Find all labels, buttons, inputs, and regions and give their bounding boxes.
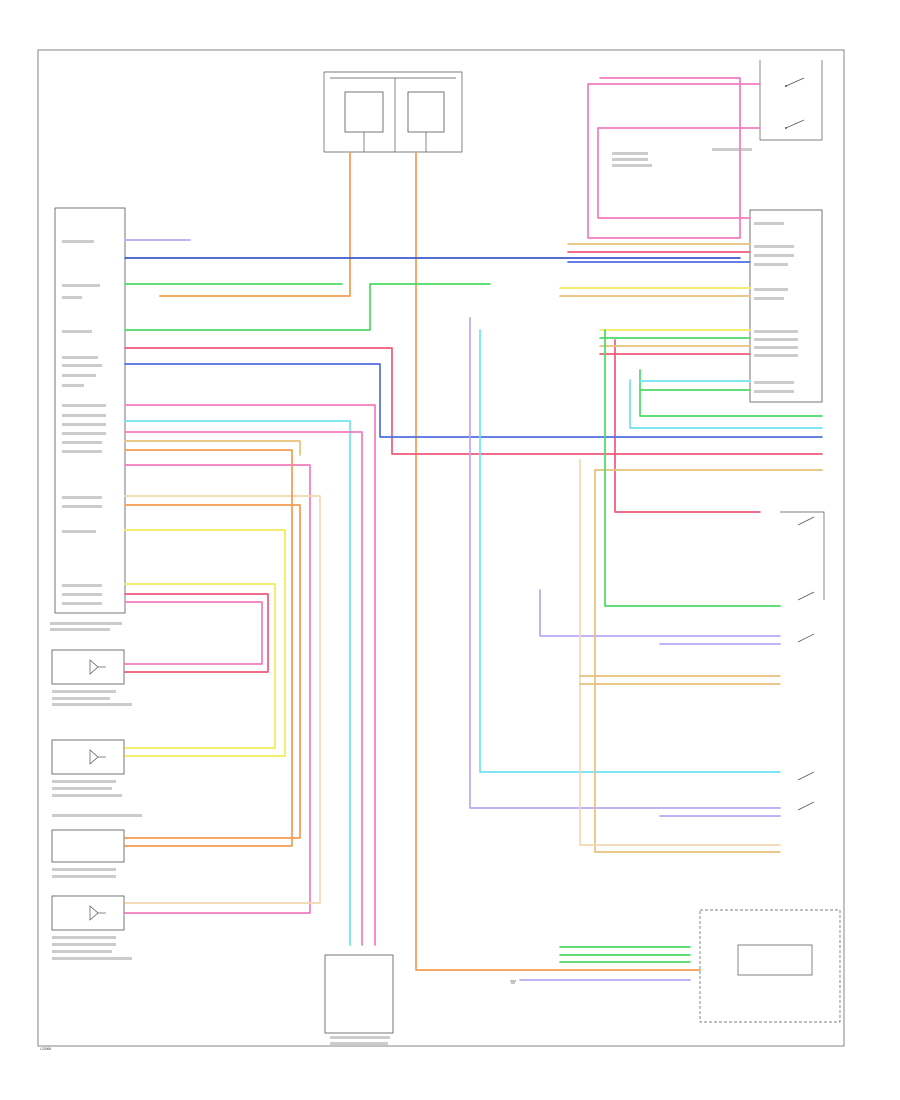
antenna-module-1: [51, 649, 132, 706]
antenna-icon: [89, 659, 106, 675]
switch-icon: [797, 516, 815, 811]
antenna-icon: [89, 749, 106, 765]
fuse-icon: [363, 132, 427, 152]
page-frame: [37, 49, 845, 1047]
antenna-module-3: [51, 829, 125, 878]
switch-icon: [785, 77, 805, 129]
antenna-icon: [89, 905, 106, 921]
antenna-module-2: [51, 739, 142, 817]
ground-icon: [510, 980, 516, 984]
right-top-switch-module: [612, 60, 823, 167]
bottom-center-connector: [324, 954, 394, 1045]
right-body-control-module: [749, 209, 823, 403]
right-door-switches: [780, 511, 825, 811]
antenna-module-4: [51, 895, 132, 960]
main-control-module: [50, 207, 126, 631]
footer-code: L33966: [40, 1047, 51, 1051]
fuse-block: [323, 71, 463, 153]
instrument-cluster: [510, 909, 841, 1023]
